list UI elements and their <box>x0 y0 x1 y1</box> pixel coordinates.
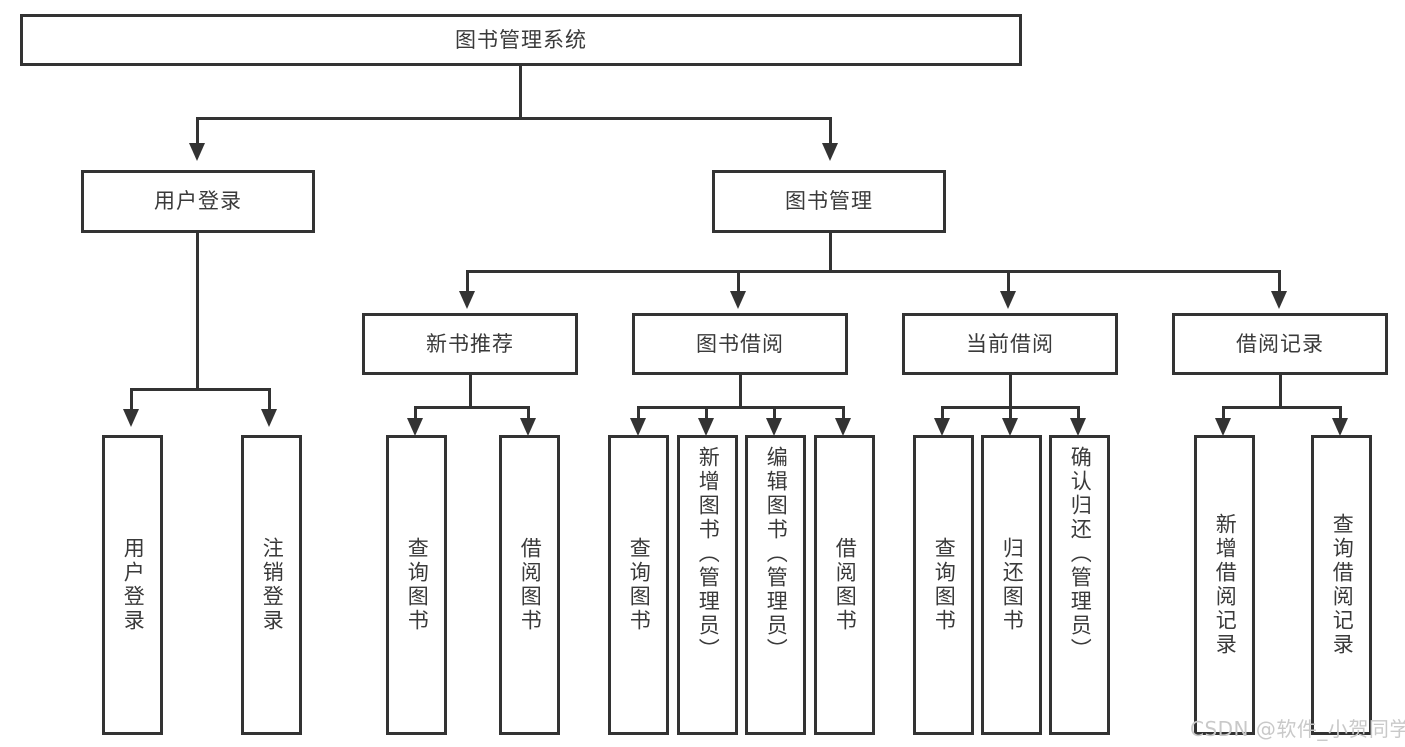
leaf-borrow-book-2[interactable]: 借阅图书 <box>814 435 875 735</box>
edge-root-bus <box>196 117 832 120</box>
edge-book-borrow-bus <box>637 406 845 409</box>
arrow-to-current-borrow <box>1000 291 1016 309</box>
edge-root-to-user-login <box>196 117 199 144</box>
node-book-manage-label: 图书管理 <box>785 189 873 214</box>
leaf-confirm-return-label: 确认归还（管理员） <box>1068 446 1093 662</box>
edge-book-borrow-drop-1 <box>637 406 640 422</box>
edge-new-book-stem <box>469 375 472 408</box>
node-current-borrow[interactable]: 当前借阅 <box>902 313 1118 375</box>
edge-new-book-drop-1 <box>414 406 417 422</box>
arrow-current-borrow-leaf-2 <box>1002 418 1018 436</box>
node-user-login-label: 用户登录 <box>154 189 242 214</box>
leaf-query-record-label: 查询借阅记录 <box>1330 513 1355 657</box>
edge-borrow-record-drop-2 <box>1339 406 1342 422</box>
node-current-borrow-label: 当前借阅 <box>966 331 1054 356</box>
edge-book-borrow-drop-3 <box>773 406 776 422</box>
edge-book-manage-drop-1 <box>466 270 469 292</box>
edge-root-stem <box>519 66 522 118</box>
arrow-root-to-user-login <box>189 143 205 161</box>
leaf-user-login-label: 用户登录 <box>121 537 146 633</box>
arrow-borrow-record-leaf-2 <box>1332 418 1348 436</box>
edge-user-login-drop-2 <box>268 388 271 410</box>
edge-book-manage-bus <box>466 270 1281 273</box>
csdn-watermark: CSDN @软件_小贺同学 <box>1190 717 1405 741</box>
node-new-book-recommend[interactable]: 新书推荐 <box>362 313 578 375</box>
edge-book-manage-stem <box>829 233 832 271</box>
edge-borrow-record-drop-1 <box>1222 406 1225 422</box>
leaf-add-record[interactable]: 新增借阅记录 <box>1194 435 1255 735</box>
node-root[interactable]: 图书管理系统 <box>20 14 1022 66</box>
arrow-book-borrow-leaf-2 <box>698 418 714 436</box>
arrow-to-book-borrow <box>730 291 746 309</box>
node-borrow-record[interactable]: 借阅记录 <box>1172 313 1388 375</box>
node-borrow-record-label: 借阅记录 <box>1236 331 1324 356</box>
node-book-manage[interactable]: 图书管理 <box>712 170 946 233</box>
arrow-user-login-leaf-1 <box>123 409 139 427</box>
arrow-new-book-leaf-1 <box>407 418 423 436</box>
edge-book-borrow-drop-2 <box>705 406 708 422</box>
arrow-current-borrow-leaf-1 <box>934 418 950 436</box>
arrow-to-new-book-recommend <box>459 291 475 309</box>
leaf-return-book[interactable]: 归还图书 <box>981 435 1042 735</box>
edge-user-login-bus <box>130 388 270 391</box>
leaf-query-book-3-label: 查询图书 <box>932 537 957 633</box>
leaf-borrow-book-2-label: 借阅图书 <box>833 537 858 633</box>
leaf-borrow-book-1[interactable]: 借阅图书 <box>499 435 560 735</box>
leaf-query-book-2-label: 查询图书 <box>627 537 652 633</box>
edge-current-borrow-drop-3 <box>1077 406 1080 422</box>
leaf-add-book-label: 新增图书（管理员） <box>696 446 721 662</box>
leaf-add-record-label: 新增借阅记录 <box>1213 513 1238 657</box>
edge-user-login-drop-1 <box>130 388 133 410</box>
edge-user-login-stem <box>196 233 199 390</box>
edge-current-borrow-drop-2 <box>1009 406 1012 422</box>
edge-book-manage-drop-2 <box>737 270 740 292</box>
arrow-borrow-record-leaf-1 <box>1215 418 1231 436</box>
leaf-query-book-1[interactable]: 查询图书 <box>386 435 447 735</box>
leaf-logout-login-label: 注销登录 <box>260 537 285 633</box>
edge-current-borrow-drop-1 <box>941 406 944 422</box>
edge-new-book-bus <box>414 406 530 409</box>
leaf-query-book-3[interactable]: 查询图书 <box>913 435 974 735</box>
leaf-borrow-book-1-label: 借阅图书 <box>518 537 543 633</box>
leaf-user-login[interactable]: 用户登录 <box>102 435 163 735</box>
edge-new-book-drop-2 <box>527 406 530 422</box>
node-new-book-recommend-label: 新书推荐 <box>426 331 514 356</box>
arrow-to-borrow-record <box>1271 291 1287 309</box>
edge-book-manage-drop-4 <box>1278 270 1281 292</box>
edge-book-borrow-stem <box>739 375 742 408</box>
leaf-add-book[interactable]: 新增图书（管理员） <box>677 435 738 735</box>
leaf-confirm-return[interactable]: 确认归还（管理员） <box>1049 435 1110 735</box>
leaf-return-book-label: 归还图书 <box>1000 537 1025 633</box>
arrow-new-book-leaf-2 <box>520 418 536 436</box>
arrow-book-borrow-leaf-3 <box>766 418 782 436</box>
node-root-label: 图书管理系统 <box>455 27 587 52</box>
edge-borrow-record-stem <box>1279 375 1282 408</box>
edge-current-borrow-stem <box>1009 375 1012 408</box>
leaf-query-book-1-label: 查询图书 <box>405 537 430 633</box>
leaf-query-book-2[interactable]: 查询图书 <box>608 435 669 735</box>
arrow-root-to-book-manage <box>822 143 838 161</box>
arrow-book-borrow-leaf-4 <box>835 418 851 436</box>
leaf-query-record[interactable]: 查询借阅记录 <box>1311 435 1372 735</box>
node-book-borrow-label: 图书借阅 <box>696 331 784 356</box>
edge-borrow-record-bus <box>1222 406 1342 409</box>
arrow-book-borrow-leaf-1 <box>630 418 646 436</box>
arrow-current-borrow-leaf-3 <box>1070 418 1086 436</box>
arrow-user-login-leaf-2 <box>261 409 277 427</box>
leaf-edit-book-label: 编辑图书（管理员） <box>764 446 789 662</box>
node-book-borrow[interactable]: 图书借阅 <box>632 313 848 375</box>
edge-root-to-book-manage <box>829 117 832 144</box>
leaf-edit-book[interactable]: 编辑图书（管理员） <box>745 435 806 735</box>
leaf-logout-login[interactable]: 注销登录 <box>241 435 302 735</box>
edge-book-borrow-drop-4 <box>842 406 845 422</box>
node-user-login[interactable]: 用户登录 <box>81 170 315 233</box>
edge-book-manage-drop-3 <box>1007 270 1010 292</box>
